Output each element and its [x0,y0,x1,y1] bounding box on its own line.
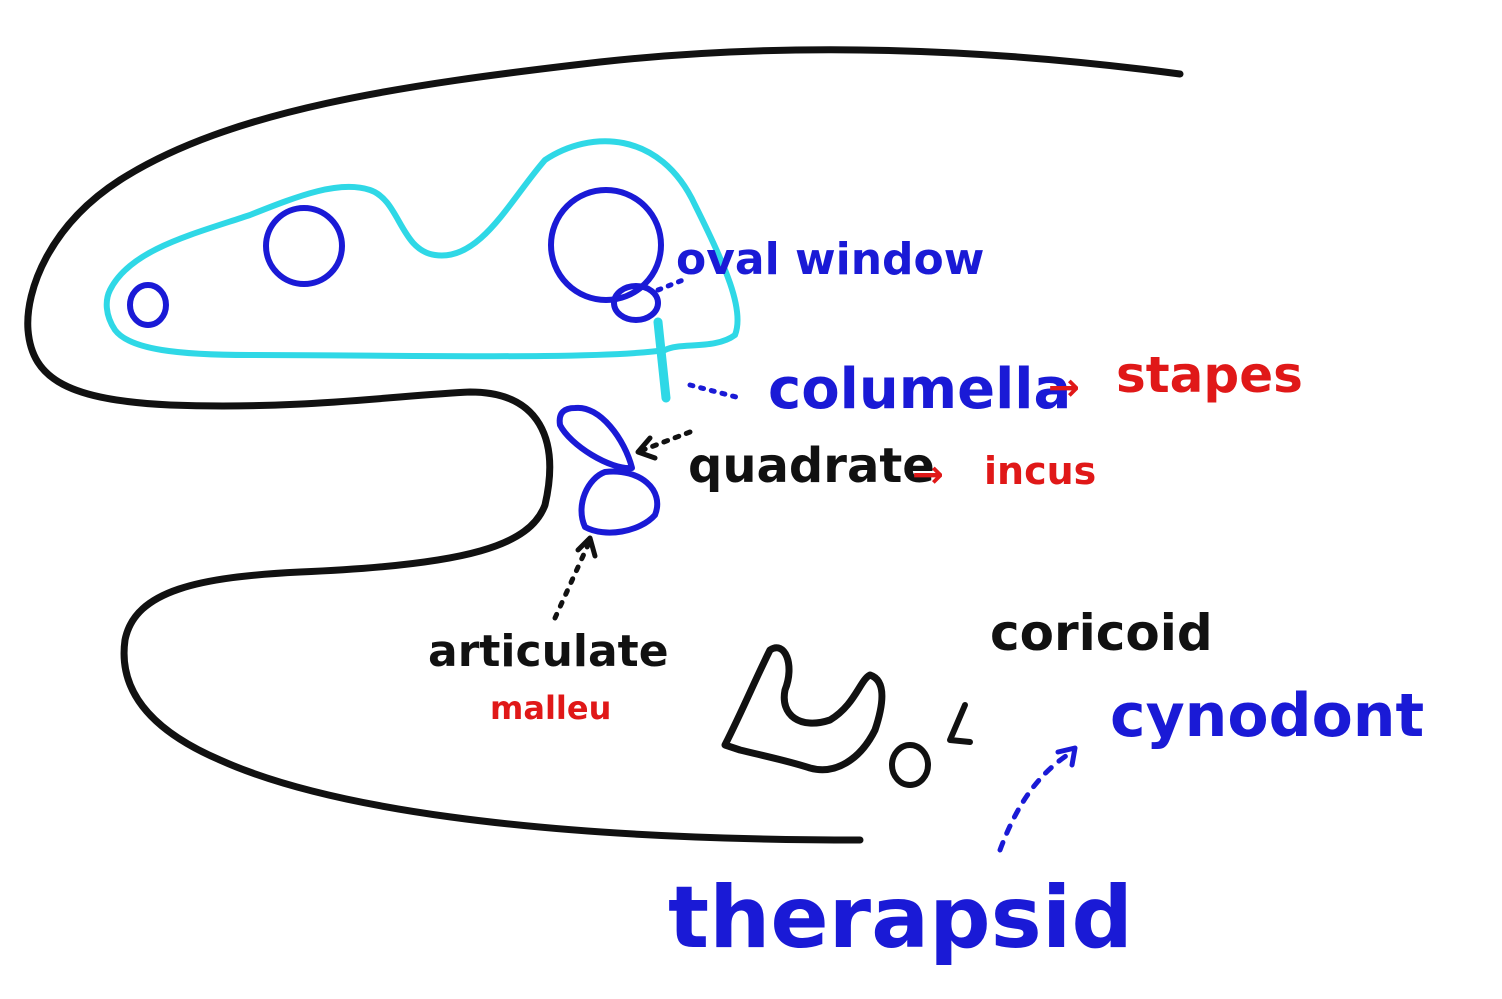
cynodont-pointer-head [1055,745,1078,768]
quadrate-pointer [640,429,693,453]
skull-outline [24,46,1184,844]
small-opening [127,282,169,328]
round-opening [263,205,345,287]
label-articulate: articulate [428,626,669,677]
label-cynodont: cynodont [1110,681,1425,751]
columella-pointer [687,382,743,401]
articulate-pointer-head [575,535,598,559]
coricoid-pointer [947,702,973,745]
oval-window-ring [611,283,661,323]
articulate-pointer [552,542,591,621]
label-columella: columella [768,357,1072,422]
small-ring [889,742,931,788]
quadrate-pointer-head [635,435,658,461]
label-incus: incus [984,449,1097,493]
cynodont-pointer [997,749,1075,853]
label-oval-window: oval window [676,234,985,285]
cavity-outline [103,138,741,360]
label-malleu: malleu [490,689,612,727]
label-quadrate: quadrate [688,438,935,494]
incus-arrow: → [912,452,944,496]
label-stapes: stapes [1116,346,1303,404]
stapes-arrow: → [1048,365,1080,409]
label-coricoid: coricoid [990,604,1213,662]
quadrate-bone [556,404,635,472]
label-therapsid: therapsid [668,868,1133,968]
columella-stalk [653,317,671,403]
oval-window-pointer [655,275,691,293]
coronoid-sketch [721,644,886,774]
articular-bone [578,468,660,536]
large-opening [548,187,664,303]
